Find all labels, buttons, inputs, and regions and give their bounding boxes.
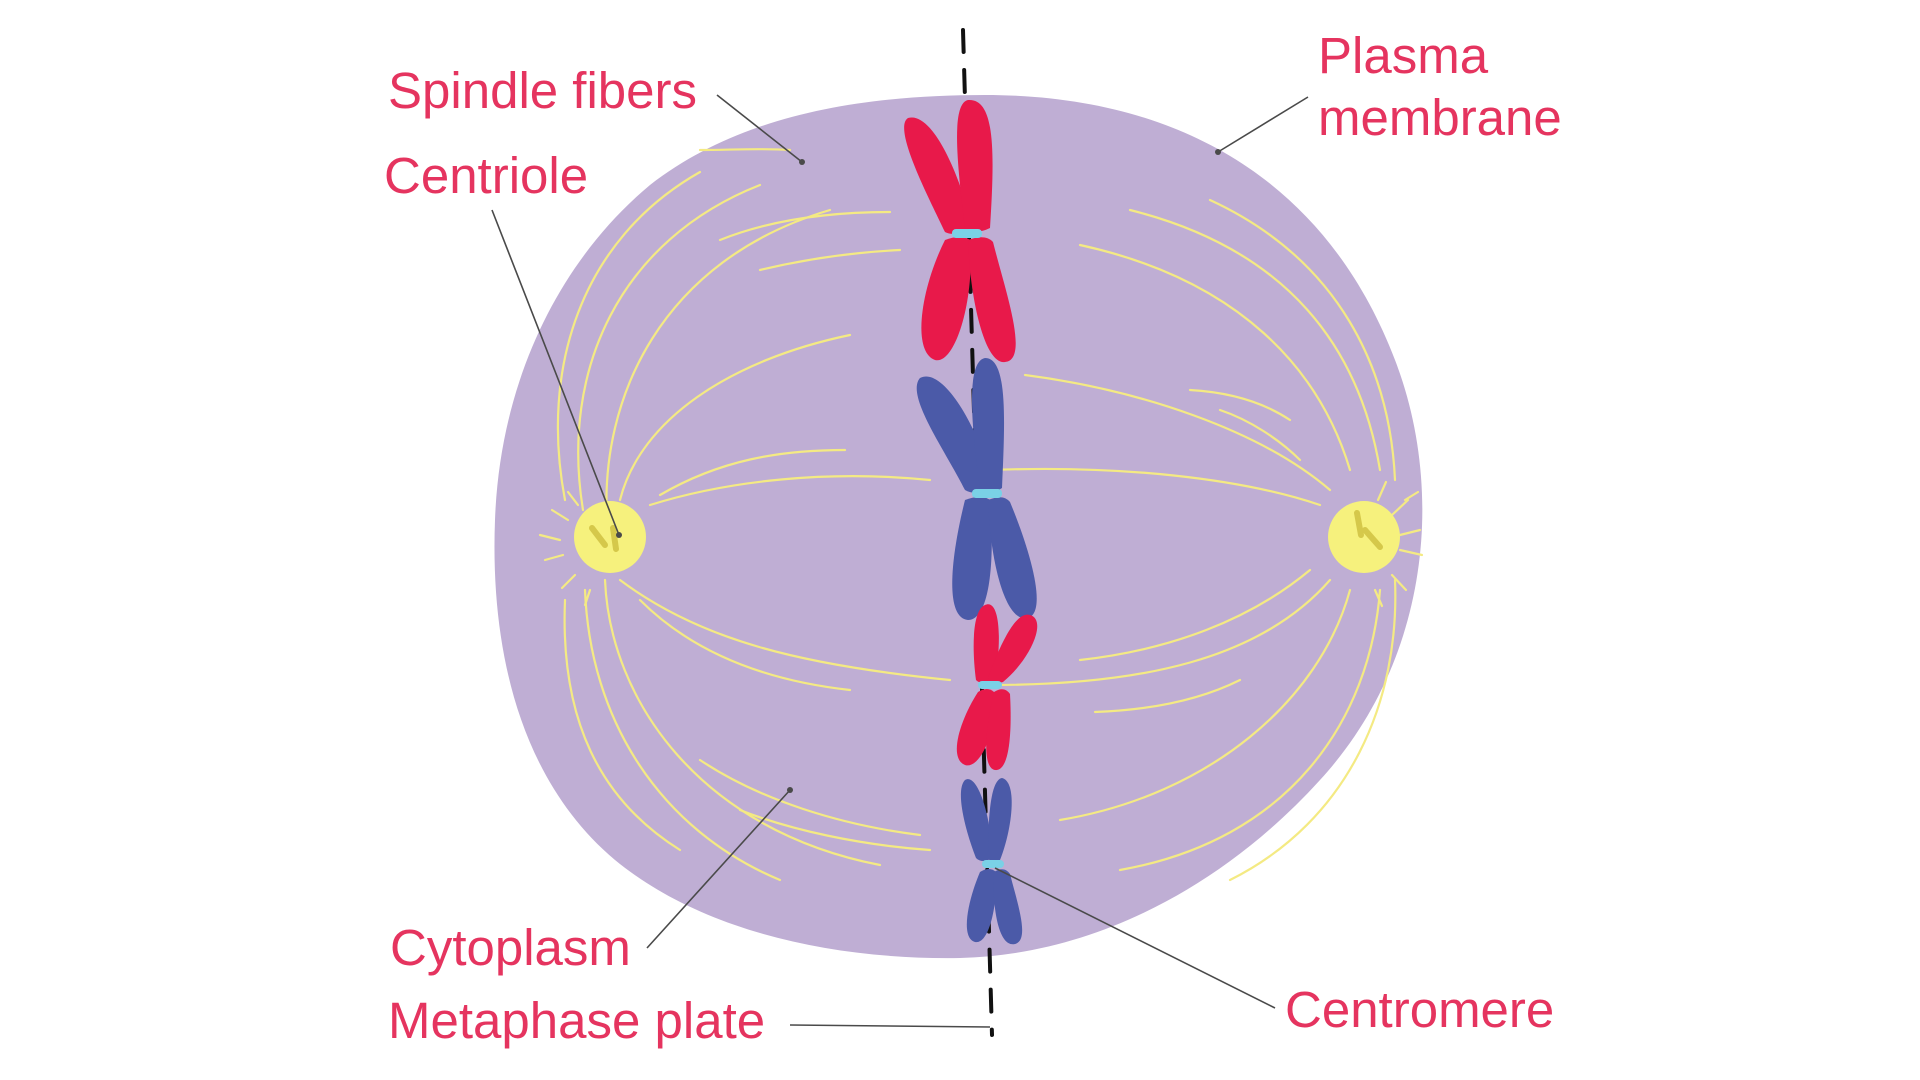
label-metaphase-plate: Metaphase plate <box>388 992 765 1049</box>
centromere <box>972 489 1002 498</box>
centromere <box>982 860 1004 868</box>
spindle-fibers-leader <box>716 94 803 163</box>
chromosomes <box>904 99 1038 945</box>
centromere <box>978 681 1002 689</box>
centriole-left <box>574 501 646 573</box>
label-centromere: Centromere <box>1285 981 1554 1038</box>
chromosome <box>960 778 1023 945</box>
label-plasma-membrane-line1: Plasma <box>1318 27 1489 84</box>
chromosome <box>956 604 1038 771</box>
centromere-leader <box>994 867 1276 1009</box>
leader-lines <box>491 94 1309 1028</box>
centromere <box>952 229 982 238</box>
plasma-membrane-leader <box>1217 96 1309 153</box>
label-plasma-membrane-line2: membrane <box>1318 89 1562 146</box>
label-cytoplasm: Cytoplasm <box>390 919 631 976</box>
spindle-fibers <box>538 148 1424 882</box>
cytoplasm-leader <box>646 789 791 949</box>
chromosome <box>916 358 1037 620</box>
chromosome <box>904 99 1016 363</box>
label-spindle-fibers: Spindle fibers <box>388 62 697 119</box>
centriole-right <box>1328 501 1400 573</box>
cell-plasma-membrane <box>494 95 1423 959</box>
centriole-leader <box>491 209 620 536</box>
label-centriole: Centriole <box>384 147 588 204</box>
metaphase-plate-leader <box>789 1024 991 1028</box>
